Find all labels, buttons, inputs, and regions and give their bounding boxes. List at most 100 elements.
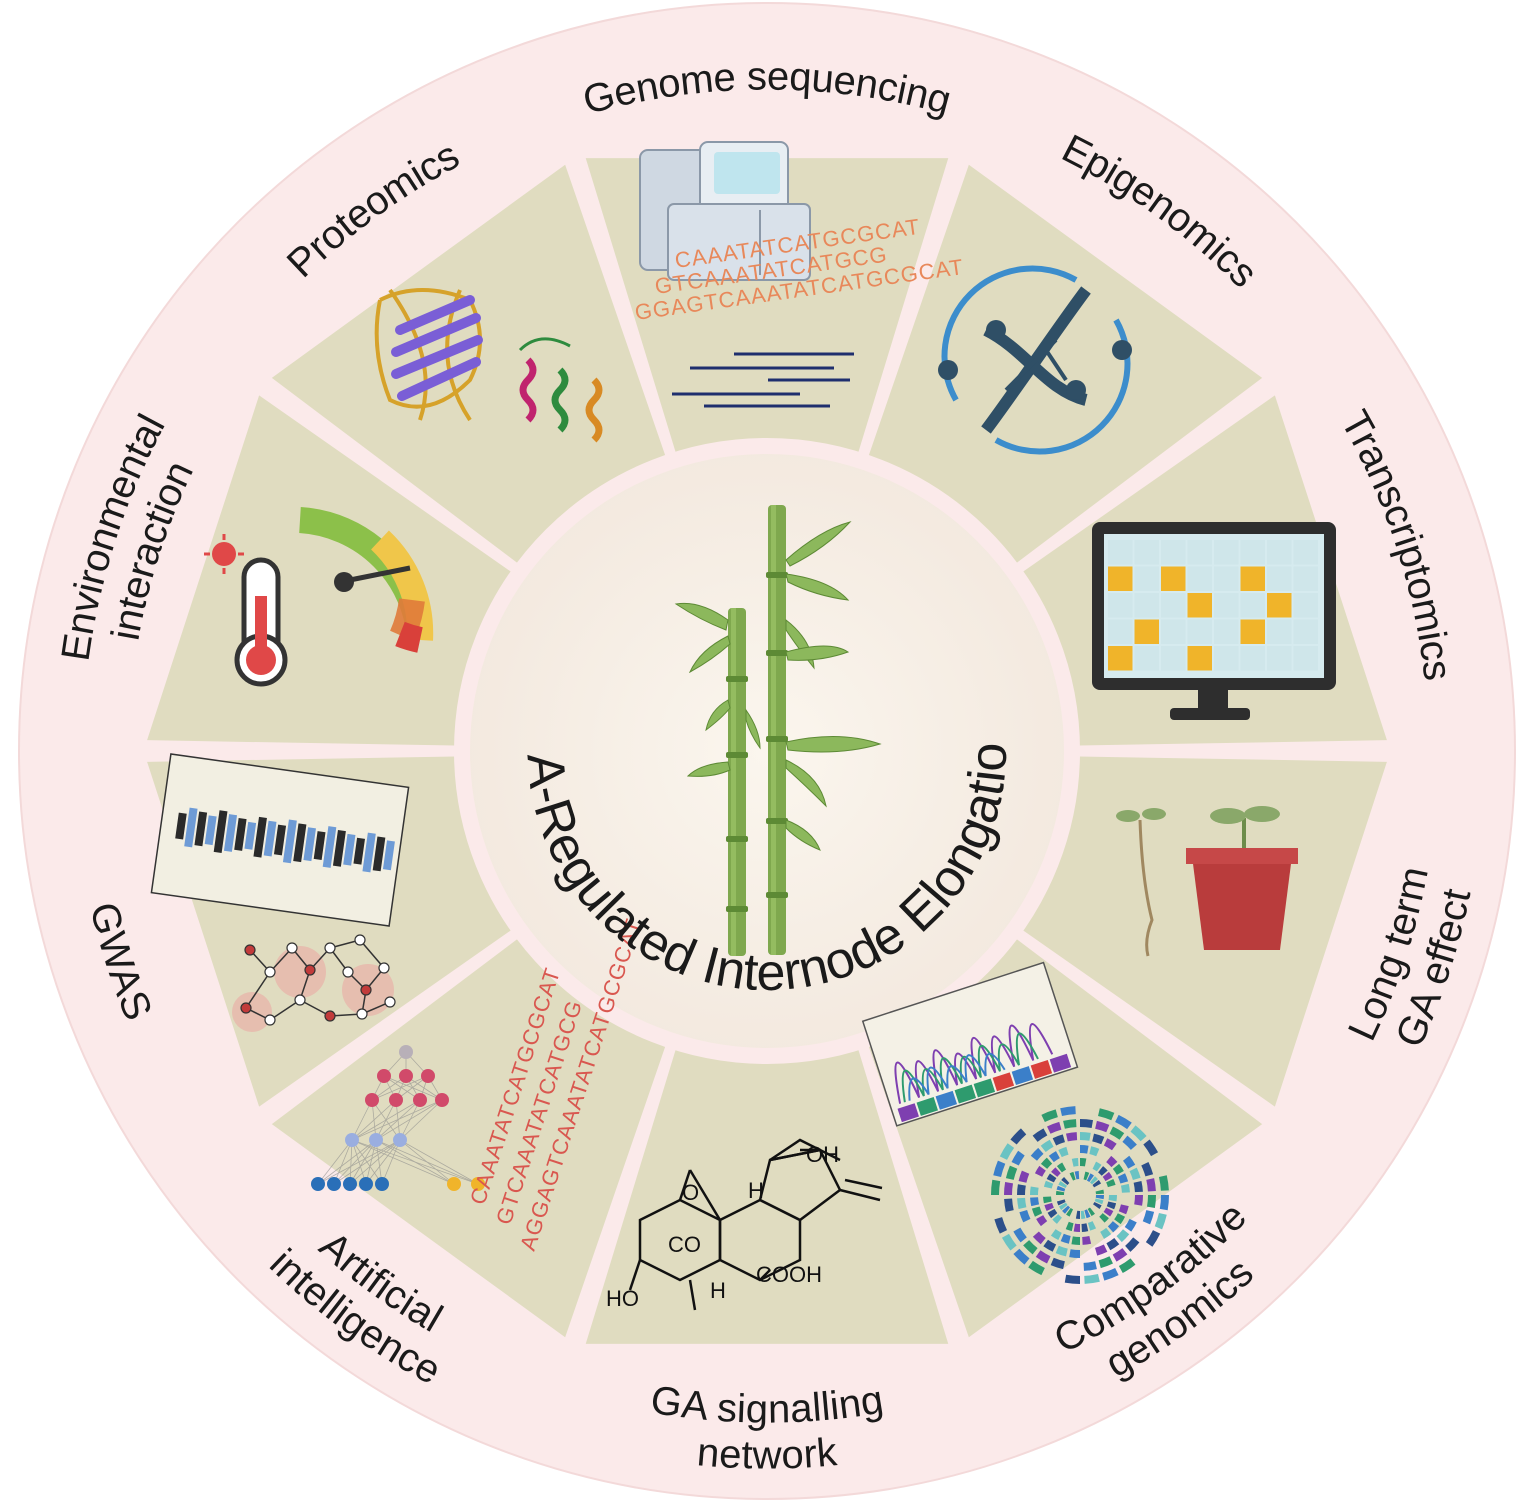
circos-arc [1134,1194,1143,1206]
nn-node [365,1093,379,1107]
nn-edge [333,1139,353,1185]
circos-arc [1032,1231,1046,1245]
circos-arc [1069,1171,1076,1181]
base-tile [916,1097,938,1116]
circos-arc [999,1143,1015,1160]
circos-arc [1046,1173,1057,1183]
heatmap-cell [1214,646,1239,671]
nn-node [399,1069,413,1083]
heatmap-cell [1240,619,1265,644]
circos-arc [1040,1139,1054,1153]
nn-edge [365,1139,401,1185]
network-node [294,994,306,1006]
circos-arc [1103,1207,1114,1217]
heatmap-cell [1134,646,1159,671]
circos-arc [1004,1181,1014,1196]
manhattan-bar [263,820,277,857]
circos-arc [1035,1250,1051,1264]
nn-edge [375,1099,443,1141]
heatmap-cell [1267,540,1292,565]
circos-arc [1040,1157,1053,1169]
heatmap-cell [1293,646,1318,671]
circos-arc [1050,1229,1062,1241]
chem-label-cooh: COOH [756,1262,822,1287]
heatmap-cell [1187,566,1212,591]
circos-arc [1158,1175,1169,1191]
circos-arc [1028,1260,1045,1276]
circos-arc [1001,1233,1017,1251]
circos-arc [1041,1109,1058,1123]
manhattan-bar [282,819,297,864]
circos-arc [1023,1240,1038,1255]
heatmap-cell [1293,540,1318,565]
network-node [264,966,276,978]
circos-arc [1031,1206,1043,1217]
nn-edge [333,1139,401,1185]
circos-arc [1143,1139,1159,1157]
manhattan-bar [332,829,346,867]
circos-arc [1079,1119,1094,1129]
circos-arc [1063,1119,1077,1129]
circos-arc [1060,1106,1076,1117]
manhattan-bar [353,837,365,865]
circos-arc [1084,1273,1100,1284]
dna-helix-icon [938,265,1132,455]
circos-arc [1044,1202,1054,1212]
nn-node [311,1177,325,1191]
circos-arc [1004,1198,1014,1212]
heatmap-cell [1134,540,1159,565]
nn-edge [349,1139,401,1185]
protein-structure-icon [374,288,603,443]
network-node [240,1002,252,1014]
nn-edge [349,1139,377,1185]
nn-node [343,1177,357,1191]
network-edge [359,939,385,969]
network-node [354,934,366,946]
heatmap-cell [1214,593,1239,618]
heatmap-cell [1108,540,1133,565]
circos-arc [1133,1180,1143,1193]
circos-arc [1094,1244,1108,1256]
chem-label-o: O [682,1180,699,1205]
circos-arc [1112,1163,1124,1175]
nn-edge [399,1139,479,1185]
heatmap-cell [1214,619,1239,644]
circos-arc [1106,1201,1117,1210]
heatmap-cell [1108,619,1133,644]
network-cluster [274,946,326,998]
nn-edge [317,1139,377,1185]
segment-label-ga-signalling-network: network [695,1430,839,1477]
circos-arc [1058,1146,1069,1158]
heatmap-cell [1240,593,1265,618]
nn-edge [399,1099,443,1141]
circos-arc [1087,1207,1095,1217]
nn-edge [375,1099,421,1141]
manhattan-bar [372,836,386,872]
nn-edge [365,1139,377,1185]
nn-node [435,1093,449,1107]
nn-node [375,1177,389,1191]
heatmap-cell [1293,593,1318,618]
circos-arc [1071,1158,1079,1167]
circos-arc [1056,1199,1066,1206]
gibberellin-structure-icon [628,1138,883,1311]
circos-arc [1048,1151,1060,1163]
circos-arc [1079,1132,1091,1141]
chem-label-co: CO [668,1232,701,1257]
circos-arc [1043,1180,1054,1189]
circos-arc [1159,1194,1169,1211]
bamboo-icon [674,505,882,956]
circos-arc [1103,1138,1117,1151]
chem-label-h: H [748,1178,764,1203]
heatmap-cell [1161,540,1186,565]
circos-arc [1106,1237,1120,1251]
nn-edge [375,1139,383,1185]
nn-node [447,1177,461,1191]
circos-arc [1124,1218,1137,1232]
heatmap-cell [1187,646,1212,671]
circos-arc [1107,1221,1120,1233]
circos-arc [1043,1196,1052,1204]
seedling-pot-icon [1116,806,1298,957]
circos-arc [1013,1227,1027,1243]
